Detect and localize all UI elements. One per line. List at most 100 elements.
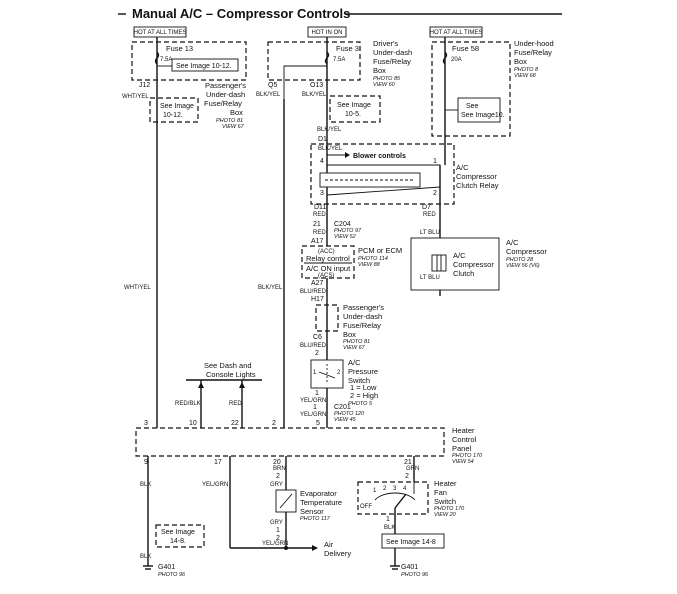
ref-image-10-5-1: See Image [337, 102, 371, 109]
pass-box-view: VIEW 67 [222, 124, 245, 130]
c201-view: VIEW 45 [334, 417, 357, 423]
relay-pin-4: 4 [320, 158, 324, 165]
ps-label-3: Switch [348, 376, 370, 385]
hcp-label-1: Heater [452, 426, 475, 435]
fan-label-2: Fan [434, 488, 447, 497]
relay-pin-1: 1 [433, 158, 437, 165]
pass2-view: VIEW 67 [343, 345, 366, 351]
hcp-pin-5: 5 [316, 420, 320, 427]
fuse-58-symbol [442, 51, 448, 65]
wire-label-red-blk: RED/BLK [175, 401, 201, 407]
dash-arrow-2 [239, 382, 245, 388]
pass2-label-4: Box [343, 330, 356, 339]
connector-q5: Q5 [268, 82, 277, 89]
c204-photo: PHOTO 97 [334, 228, 362, 234]
wire-label-yel-grn-3: YEL/GRN [202, 482, 228, 488]
ref-image-10-12-a[interactable] [171, 58, 239, 72]
ref-14-8-a-2: 14-8. [170, 538, 186, 545]
wire-label-brn: BRN [273, 466, 286, 472]
wire-label-blk-yel-1: BLK/YEL [256, 92, 281, 98]
fuse-3-label: Fuse 3 [336, 44, 359, 53]
heater-fan-switch [357, 481, 429, 515]
air-delivery-label-1: Air [324, 540, 334, 549]
wire-label-yel-grn-4: YEL/GRN [262, 541, 288, 547]
ps-photo: PHOTO 5 [348, 401, 373, 407]
compressor-photo: PHOTO 28 [506, 257, 534, 263]
fan-switch-arc [374, 492, 416, 501]
fuse-58-label: Fuse 58 [452, 44, 479, 53]
fuse-58-box [431, 41, 511, 137]
ref-image-10-box[interactable] [457, 97, 501, 123]
fuse-3-amp: 7.5A [333, 57, 345, 63]
ref-image-10-12-a-text: See Image 10-12. [176, 63, 232, 70]
hcp-pin-20: 20 [273, 459, 281, 466]
fan-pin-2: 2 [405, 473, 409, 480]
fuse-3-symbol [324, 51, 330, 65]
pass-box-label-1: Passenger's [205, 81, 246, 90]
hcp-label-2: Control [452, 435, 477, 444]
fan-photo: PHOTO 170 [434, 506, 465, 512]
wire-label-red-3: RED [313, 230, 326, 236]
heater-control-panel [135, 427, 445, 457]
fuse-13-amp: 7.5A [160, 57, 172, 63]
wire-label-blk-yel-mid: BLK/YEL [258, 285, 283, 291]
fan-pos-4: 4 [403, 486, 407, 492]
c204-pin-21: 21 [313, 221, 321, 228]
wire-label-red-1: RED [423, 212, 436, 218]
pass2-label-2: Under-dash [343, 312, 382, 321]
pass-box-label-2: Under-dash [206, 90, 245, 99]
connector-c201: C201 [334, 404, 351, 411]
connector-h17: H17 [311, 296, 324, 303]
pcm-label: PCM or ECM [358, 246, 402, 255]
hcp-pin-10: 10 [189, 420, 197, 427]
dash-arrow-1 [198, 382, 204, 388]
hcp-pin-3: 3 [144, 420, 148, 427]
clutch-label-2: Compressor [453, 260, 494, 269]
c204-view: VIEW 52 [334, 234, 356, 240]
ac-clutch-coil [431, 254, 447, 272]
ps-label-1: A/C [348, 358, 361, 367]
wire-label-lt-blu-2: LT BLU [420, 275, 440, 281]
pass-box-label-3: Fuse/Relay [204, 99, 242, 108]
wire-fuse3-branch [283, 65, 327, 99]
hot-all-times-text-1: HOT AT ALL TIMES [134, 30, 187, 36]
connector-a27: A27 [311, 280, 324, 287]
clutch-label-1: A/C [453, 251, 466, 260]
evap-sensor-arrow [279, 493, 293, 509]
connector-c204: C204 [334, 221, 351, 228]
driver-box-label-3: Fuse/Relay [373, 57, 411, 66]
fan-pos-1: 1 [373, 488, 377, 494]
wire-label-blk-yel-2: BLK/YEL [302, 92, 327, 98]
wire-label-blk-2: BLK [140, 554, 151, 560]
connector-j12: J12 [139, 82, 150, 89]
hcp-pin-22: 22 [231, 420, 239, 427]
ps-pin-1: 1 [315, 390, 319, 397]
dash-lights-1: See Dash and [204, 361, 252, 370]
driver-box-view: VIEW 60 [373, 82, 396, 88]
evap-pin-2a: 2 [276, 473, 280, 480]
wire-label-red-2: RED [313, 212, 326, 218]
ref-image-14-8-b-box[interactable] [381, 533, 445, 549]
g401-a-photo: PHOTO 96 [158, 572, 186, 578]
ps-low: 1 = Low [350, 383, 377, 392]
blower-arrow [345, 152, 350, 158]
ref-image-10-5-box [329, 95, 381, 123]
ref-image-10-12-b-box [149, 97, 199, 123]
fan-switch-wiper [394, 493, 407, 509]
hcp-view: VIEW 54 [452, 459, 474, 465]
connector-d11: D11 [314, 204, 326, 211]
pcm-ac-on-input: A/C ON input [306, 264, 351, 273]
ref-image-10-2: See Image10. [461, 112, 505, 119]
clutch-label-3: Clutch [453, 269, 474, 278]
g401-b-photo: PHOTO 96 [401, 572, 429, 578]
driver-box-label-4: Box [373, 66, 386, 75]
evap-label-1: Evaporator [300, 489, 337, 498]
ac-compressor-box [410, 237, 500, 291]
fuse-13-symbol [154, 51, 160, 65]
wire-label-blk-yel-4: BLK/YEL [318, 146, 343, 152]
wire-label-blu-red-2: BLU/RED [300, 343, 327, 349]
pcm-view: VIEW 88 [358, 262, 381, 268]
ref-14-8-b: See Image 14-8 [386, 539, 436, 546]
driver-box-photo: PHOTO 85 [373, 76, 401, 82]
